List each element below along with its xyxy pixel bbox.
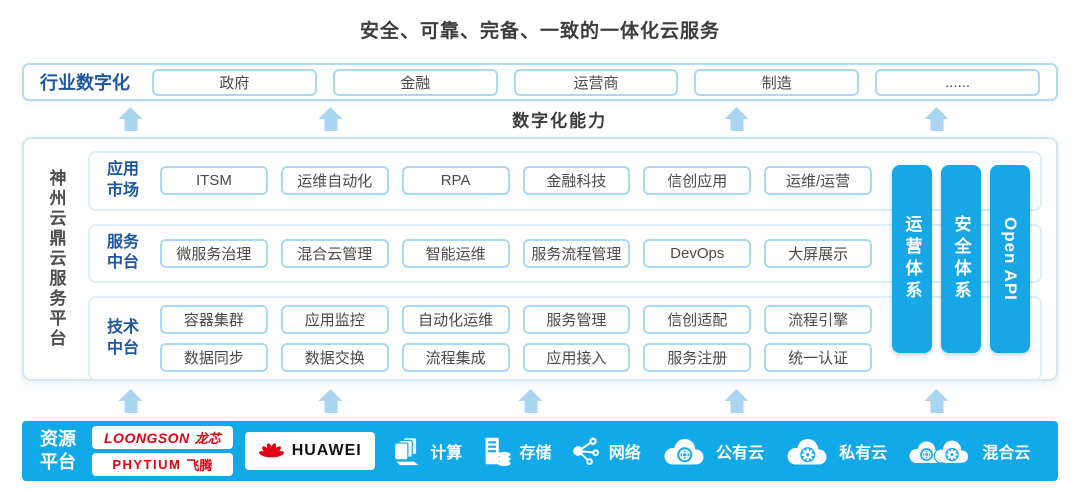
up-arrow-icon <box>930 119 944 131</box>
group-tech-platform: 技术中台 容器集群 应用监控 自动化运维 服务管理 信创适配 流程引擎 数据同步… <box>88 296 1042 382</box>
industry-item-manufacturing: 制造 <box>694 68 860 96</box>
huawei-flower-icon <box>258 442 284 457</box>
tech-platform-item: 统一认证 <box>764 343 872 373</box>
tech-platform-item: 应用接入 <box>522 343 631 373</box>
loongson-logo: LOONGSON 龙芯 <box>92 426 233 449</box>
up-arrow-icon <box>324 401 338 413</box>
digital-capability-row: 数字化能力 <box>22 101 1058 137</box>
tech-platform-item: 容器集群 <box>160 305 268 335</box>
industry-item-government: 政府 <box>152 68 317 96</box>
industry-item-finance: 金融 <box>332 68 498 96</box>
app-market-item: 运维/运营 <box>764 166 872 196</box>
huawei-logo: HUAWEI <box>244 432 375 470</box>
resource-network: 网络 <box>571 436 641 466</box>
service-platform-item: 智能运维 <box>401 238 510 268</box>
group-app-market: 应用市场 ITSM 运维自动化 RPA 金融科技 信创应用 运维/运营 <box>88 151 1042 211</box>
platform-side-label: 神州云鼎云服务平台 <box>46 169 66 349</box>
up-arrow-icon <box>524 401 538 413</box>
page-title: 安全、可靠、完备、一致的一体化云服务 <box>359 21 720 42</box>
industry-row-label: 行业数字化 <box>40 73 130 93</box>
cloud-platform-panel: 神州云鼎云服务平台 应用市场 ITSM 运维自动化 RPA 金融科技 信创应用 … <box>22 137 1058 382</box>
resource-platform-bar: 资源平台 LOONGSON 龙芯 PHYTIUM 飞腾 HUAWEI <box>22 421 1058 481</box>
service-platform-item: DevOps <box>643 238 752 268</box>
resource-hybrid-cloud: 混合云 <box>906 435 1030 467</box>
vertical-systems: 运营体系 安全体系 Open API <box>892 165 1030 353</box>
tech-platform-item: 流程引擎 <box>764 305 872 335</box>
industry-item-more: ...... <box>875 68 1040 96</box>
up-arrow-icon <box>124 119 138 131</box>
up-arrow-icon <box>324 119 338 131</box>
tech-platform-item: 应用监控 <box>280 305 389 335</box>
public-cloud-icon <box>664 439 704 465</box>
app-market-item: 金融科技 <box>522 166 631 196</box>
tech-platform-item: 数据同步 <box>160 343 268 373</box>
up-arrow-icon <box>124 401 138 413</box>
resource-compute: 计算 <box>392 436 462 466</box>
group-service-platform: 服务中台 微服务治理 混合云管理 智能运维 服务流程管理 DevOps 大屏展示 <box>88 223 1042 284</box>
up-arrow-icon <box>730 401 744 413</box>
app-market-item: ITSM <box>160 166 268 196</box>
group-service-platform-label: 服务中台 <box>106 233 139 272</box>
private-cloud-icon <box>787 439 827 465</box>
resource-arrow-row <box>22 381 1058 421</box>
app-market-item: 信创应用 <box>643 166 752 196</box>
security-system-bar: 安全体系 <box>941 165 981 353</box>
storage-icon <box>485 437 511 466</box>
service-platform-item: 大屏展示 <box>764 238 872 268</box>
tech-platform-item: 服务注册 <box>643 343 752 373</box>
hybrid-cloud-icon <box>909 439 970 464</box>
resource-public-cloud: 公有云 <box>660 435 764 467</box>
network-icon <box>572 437 599 465</box>
up-arrow-icon <box>730 119 744 131</box>
service-platform-item: 混合云管理 <box>280 238 389 268</box>
open-api-bar: Open API <box>990 165 1030 353</box>
industry-item-operator: 运营商 <box>513 68 679 96</box>
tech-platform-item: 数据交换 <box>280 343 389 373</box>
tech-platform-item: 自动化运维 <box>401 305 510 335</box>
resource-platform-label: 资源平台 <box>40 428 76 472</box>
compute-icon <box>394 437 419 466</box>
phytium-logo: PHYTIUM 飞腾 <box>92 453 233 476</box>
resource-storage: 存储 <box>482 436 552 466</box>
group-tech-platform-label: 技术中台 <box>106 318 139 357</box>
tech-platform-item: 服务管理 <box>522 305 631 335</box>
app-market-item: RPA <box>401 166 510 196</box>
tech-platform-item: 信创适配 <box>643 305 752 335</box>
digital-capability-label: 数字化能力 <box>512 111 608 131</box>
service-platform-item: 服务流程管理 <box>522 238 631 268</box>
operations-system-bar: 运营体系 <box>892 165 932 353</box>
service-platform-item: 微服务治理 <box>160 238 268 268</box>
industry-digitalization-panel: 行业数字化 政府 金融 运营商 制造 ...... <box>22 63 1058 101</box>
group-app-market-label: 应用市场 <box>106 161 139 199</box>
resource-private-cloud: 私有云 <box>783 435 887 467</box>
tech-platform-item: 流程集成 <box>401 343 510 373</box>
up-arrow-icon <box>930 401 944 413</box>
app-market-item: 运维自动化 <box>280 166 389 196</box>
